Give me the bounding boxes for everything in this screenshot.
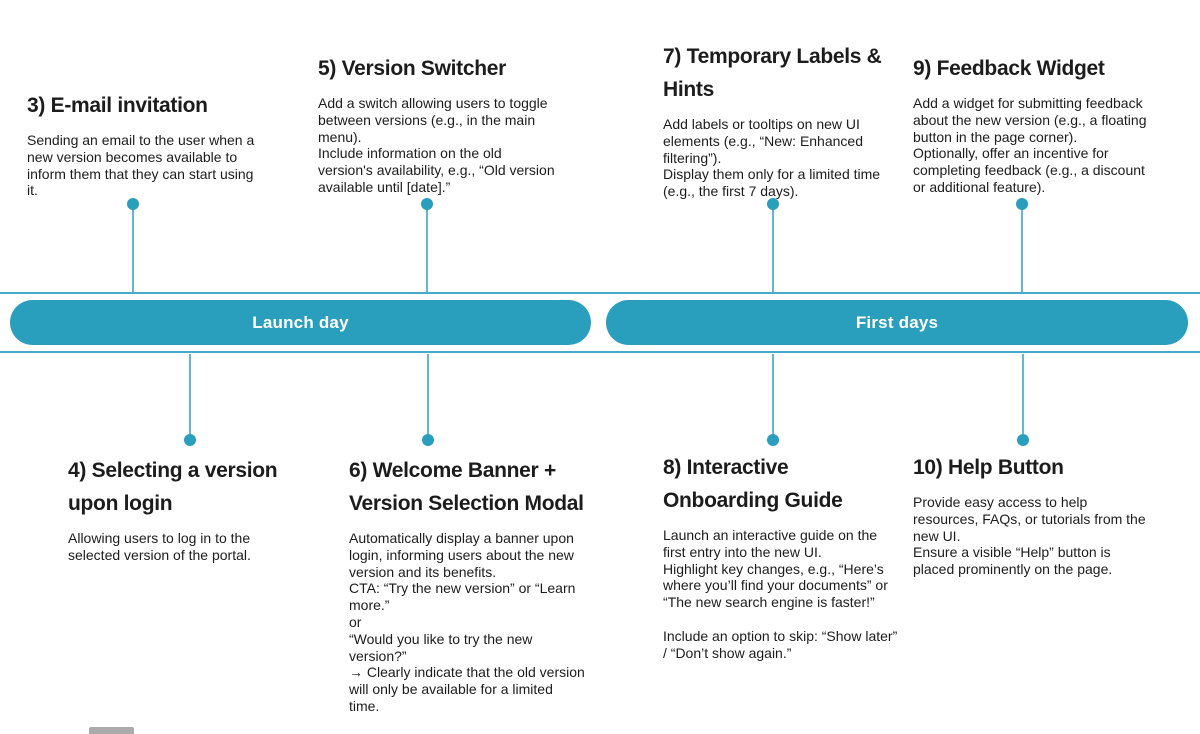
connector-stem	[426, 206, 428, 292]
note-title: 8) Interactive Onboarding Guide	[663, 456, 843, 512]
note-body: Add a switch allowing users to toggle be…	[318, 95, 555, 195]
note-version-switcher[interactable]: 5) Version Switcher Add a switch allowin…	[318, 52, 568, 196]
phase-pill-first-days[interactable]: First days	[606, 300, 1188, 345]
connector-dot	[1017, 434, 1029, 446]
connector-selecting-version	[184, 354, 196, 446]
note-help-button[interactable]: 10) Help Button Provide easy access to h…	[913, 451, 1168, 578]
connector-stem	[1021, 206, 1023, 292]
timeline-rail-bottom	[0, 351, 1200, 353]
connector-dot	[767, 198, 779, 210]
timeline-rail-top	[0, 292, 1200, 294]
note-title: 10) Help Button	[913, 456, 1064, 479]
phase-pill-launch-day[interactable]: Launch day	[10, 300, 591, 345]
note-body: Allowing users to log in to the selected…	[68, 530, 251, 563]
connector-dot	[127, 198, 139, 210]
note-title: 7) Temporary Labels & Hints	[663, 45, 882, 101]
connector-stem	[427, 354, 429, 434]
note-body: Provide easy access to help resources, F…	[913, 494, 1146, 578]
note-welcome-banner-version-modal[interactable]: 6) Welcome Banner + Version Selection Mo…	[349, 454, 614, 715]
connector-onboarding-guide	[767, 354, 779, 446]
note-title: 5) Version Switcher	[318, 57, 507, 80]
connector-stem	[189, 354, 191, 434]
connector-help-button	[1017, 354, 1029, 446]
note-body: Add a widget for submitting feedback abo…	[913, 95, 1147, 195]
connector-dot	[422, 434, 434, 446]
connector-version-switcher	[421, 198, 433, 294]
note-temporary-labels-hints[interactable]: 7) Temporary Labels & Hints Add labels o…	[663, 40, 913, 200]
note-body: Add labels or tooltips on new UI element…	[663, 116, 881, 200]
note-feedback-widget[interactable]: 9) Feedback Widget Add a widget for subm…	[913, 52, 1168, 196]
note-email-invitation[interactable]: 3) E-mail invitation Sending an email to…	[27, 89, 277, 199]
connector-feedback-widget	[1016, 198, 1028, 294]
connector-stem	[1022, 354, 1024, 434]
phase-label-launch-day: Launch day	[252, 312, 349, 332]
connector-stem	[132, 206, 134, 292]
note-interactive-onboarding-guide[interactable]: 8) Interactive Onboarding Guide Launch a…	[663, 451, 918, 661]
connector-email-invitation	[127, 198, 139, 294]
connector-stem	[772, 354, 774, 434]
connector-dot	[767, 434, 779, 446]
phase-label-first-days: First days	[855, 312, 939, 332]
connector-dot	[1016, 198, 1028, 210]
note-body: Launch an interactive guide on the first…	[663, 527, 898, 661]
note-title: 9) Feedback Widget	[913, 57, 1105, 80]
connector-stem	[772, 206, 774, 292]
note-title: 6) Welcome Banner + Version Selection Mo…	[349, 459, 584, 515]
connector-temporary-labels	[767, 198, 779, 294]
note-title: 4) Selecting a version upon login	[68, 459, 278, 515]
connector-dot	[421, 198, 433, 210]
note-body: Automatically display a banner upon logi…	[349, 530, 585, 714]
cropped-gray-bar	[89, 727, 134, 734]
note-title: 3) E-mail invitation	[27, 94, 208, 117]
note-body: Sending an email to the user when a new …	[27, 132, 255, 199]
connector-dot	[184, 434, 196, 446]
note-selecting-version-upon-login[interactable]: 4) Selecting a version upon login Allowi…	[68, 454, 318, 564]
connector-welcome-banner	[422, 354, 434, 446]
